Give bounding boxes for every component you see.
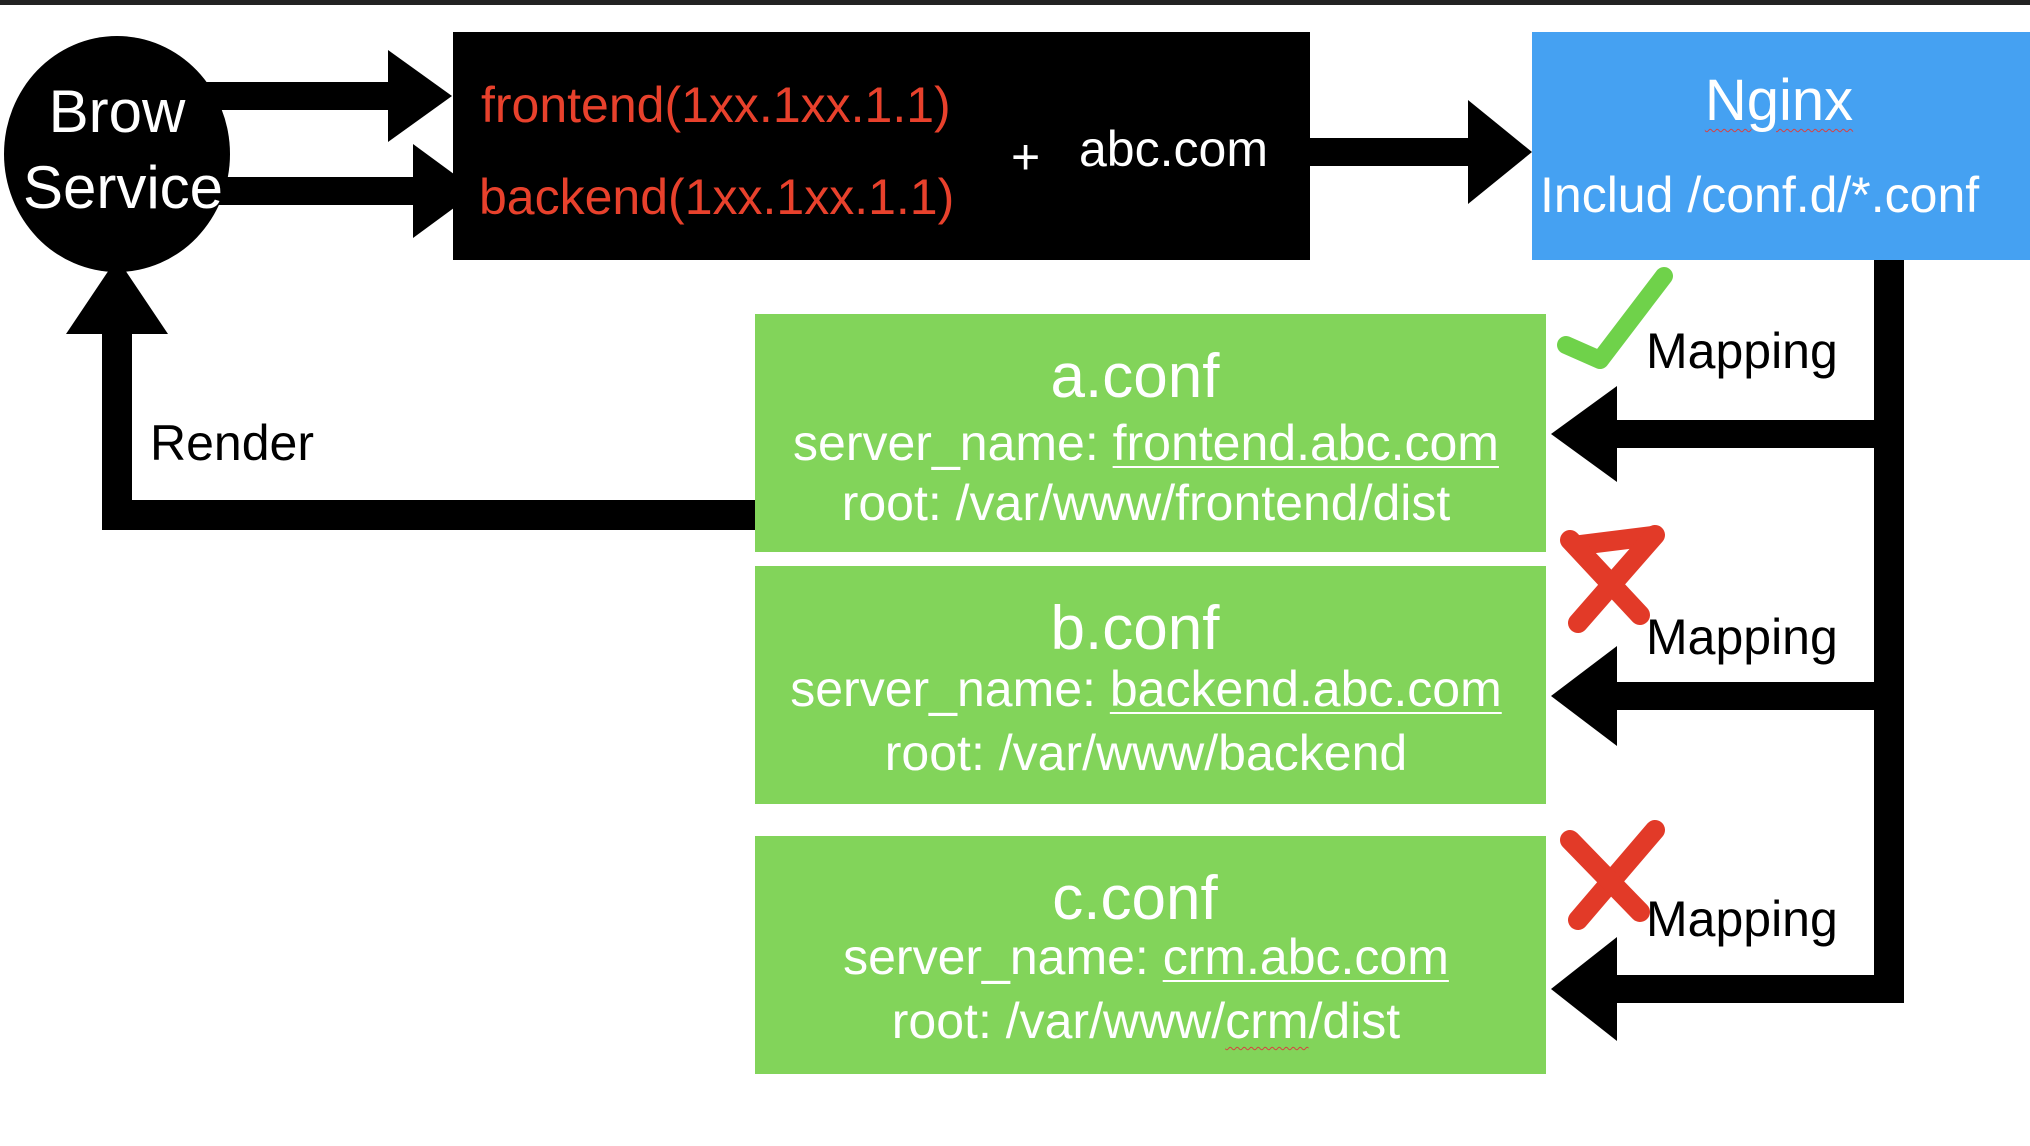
nginx-title: Nginx bbox=[1704, 68, 1854, 133]
config-root: root: /var/www/backend bbox=[884, 725, 1408, 781]
nginx-box: Nginx Includ /conf.d/*.conf bbox=[1532, 32, 2030, 260]
config-server: server_name: frontend.abc.com bbox=[793, 415, 1499, 471]
config-root: root: /var/www/crm/dist bbox=[891, 993, 1401, 1049]
config-a: a.conf server_name: frontend.abc.com roo… bbox=[755, 314, 1546, 552]
config-server: server_name: backend.abc.com bbox=[790, 661, 1502, 717]
client-label-line2: Service bbox=[22, 154, 224, 221]
config-name: a.conf bbox=[1050, 342, 1220, 411]
config-b: b.conf server_name: backend.abc.com root… bbox=[755, 566, 1546, 804]
top-rule bbox=[0, 0, 2030, 5]
config-c: c.conf server_name: crm.abc.com root: /v… bbox=[755, 836, 1546, 1074]
arrow-client-backend bbox=[200, 144, 477, 238]
render-label: Render bbox=[150, 415, 314, 471]
server-name: crm.abc.com bbox=[1162, 929, 1449, 985]
arrow-to-c-conf bbox=[1551, 937, 1904, 1041]
cross-icon bbox=[1560, 820, 1665, 930]
server-name: frontend.abc.com bbox=[1112, 415, 1499, 471]
config-name: b.conf bbox=[1050, 594, 1220, 663]
arrow-render bbox=[66, 258, 758, 530]
client-label-line1: Brow bbox=[48, 78, 186, 145]
plus-sign: + bbox=[1011, 129, 1041, 185]
mapping-label-a: Mapping bbox=[1646, 323, 1838, 379]
config-root: root: /var/www/frontend/dist bbox=[841, 475, 1451, 531]
backend-ip: backend(1xx.1xx.1.1) bbox=[479, 169, 955, 225]
mapping-label-c: Mapping bbox=[1646, 891, 1838, 947]
arrow-to-a-conf bbox=[1551, 386, 1904, 482]
nginx-include: Includ /conf.d/*.conf bbox=[1540, 167, 1980, 223]
config-server: server_name: crm.abc.com bbox=[843, 929, 1449, 985]
mapping-label-b: Mapping bbox=[1646, 609, 1838, 665]
check-icon bbox=[1557, 267, 1673, 369]
arrow-client-frontend bbox=[200, 50, 452, 142]
arrow-request-nginx bbox=[1310, 100, 1532, 204]
nginx-bus bbox=[1874, 258, 1904, 1003]
domain-label: abc.com bbox=[1079, 121, 1268, 177]
client-node: Brow Service bbox=[4, 36, 230, 272]
request-box: frontend(1xx.1xx.1.1) backend(1xx.1xx.1.… bbox=[453, 32, 1310, 260]
cross-icon bbox=[1560, 525, 1665, 633]
arrow-to-b-conf bbox=[1551, 646, 1904, 746]
server-name: backend.abc.com bbox=[1109, 661, 1502, 717]
frontend-ip: frontend(1xx.1xx.1.1) bbox=[481, 77, 951, 133]
config-name: c.conf bbox=[1052, 864, 1218, 933]
